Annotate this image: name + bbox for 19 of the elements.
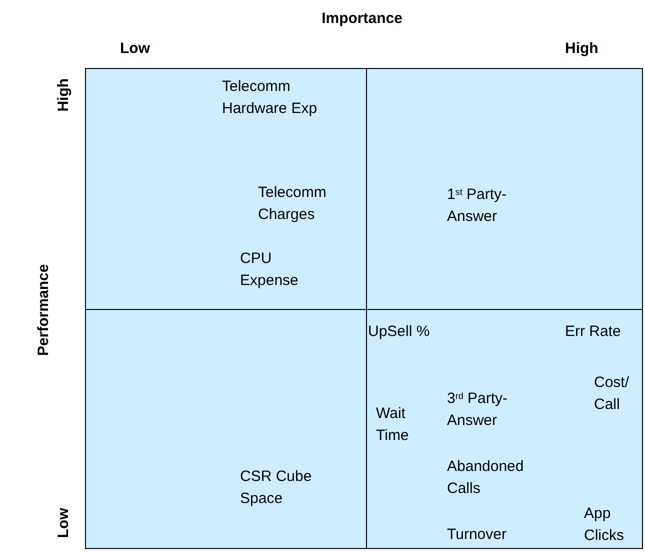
axis-label: High xyxy=(54,78,73,112)
metric-label: App Clicks xyxy=(584,504,625,546)
metric-label: UpSell % xyxy=(368,322,431,342)
metric-label: Telecomm Hardware Exp xyxy=(222,77,318,119)
axis-title: Importance xyxy=(322,9,402,29)
axis-label: Low xyxy=(54,508,73,538)
metric-label: Turnover xyxy=(447,525,508,545)
metric-label: Abandoned Calls xyxy=(447,457,525,499)
axis-label: Low xyxy=(120,39,150,59)
axis-title: Performance xyxy=(34,264,53,356)
metric-label: Telecomm Charges xyxy=(258,183,328,225)
metric-label: 1$^{st}$ Party-Answer xyxy=(447,185,508,227)
metric-label: 3$^{rd}$ Party-Answer xyxy=(447,389,509,431)
metric-label: CSR Cube Space xyxy=(240,467,313,509)
metric-label: CPU Expense xyxy=(240,249,300,291)
metric-label: Cost/ Call xyxy=(594,373,630,415)
metric-label: Err Rate xyxy=(565,322,622,342)
metric-label: Wait Time xyxy=(376,404,410,446)
axis-label: High xyxy=(565,39,598,59)
